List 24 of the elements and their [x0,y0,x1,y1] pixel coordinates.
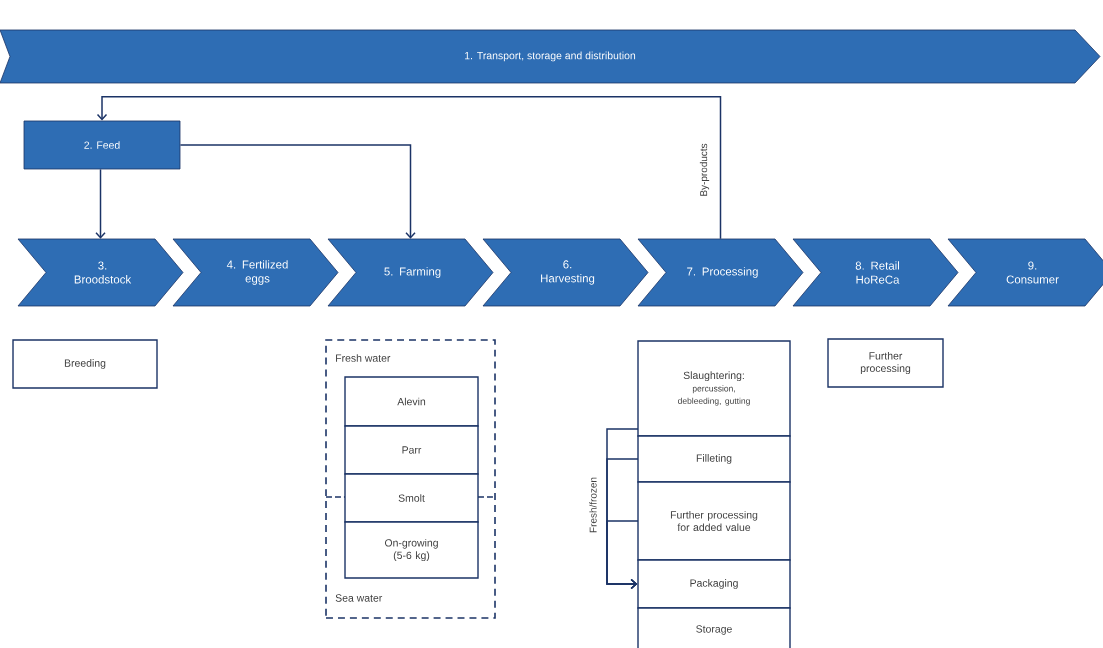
text-box: Further processing [827,338,944,388]
arrow [606,520,639,590]
chevron-step: 4. Fertilized eggs [172,238,339,307]
text-box: Storage [637,607,791,648]
chevron-step: 3. Broodstock [17,238,184,307]
text-box: Alevin [344,376,479,427]
edge-label: Fresh/frozen [588,476,598,534]
chevron-step: 8. Retail HoReCa [792,238,959,307]
text-box: Further processing for added value [637,481,791,561]
text-box: On-growing (5-6 kg) [344,521,479,579]
text-box: Filleting [637,435,791,483]
text-box: Breeding [12,339,158,389]
arrow [95,168,106,239]
text-box: Parr [344,425,479,475]
text-box: Packaging [637,559,791,609]
chevron-step: 6. Harvesting [482,238,649,307]
process-box: 2. Feed [23,120,181,170]
edge-label: By-products [698,142,711,198]
arrow [96,96,722,240]
text-box: Smolt [344,473,479,523]
chevron-step: 5. Farming [327,238,494,307]
arrow [179,144,416,239]
chevron-step: 7. Processing [637,238,804,307]
chevron-step: 9. Consumer [947,238,1103,307]
